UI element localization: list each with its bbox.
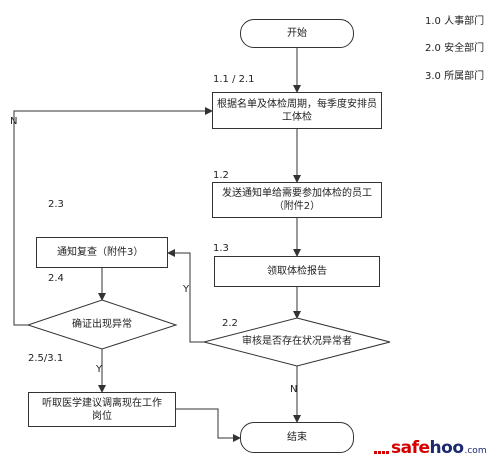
legend-item-safety: 2.0 安全部门 bbox=[425, 43, 485, 54]
logo-text-blue: hoo bbox=[429, 438, 464, 458]
logo-text-red: safe bbox=[391, 438, 430, 458]
node-review: 审核是否存在状况异常者 bbox=[242, 336, 352, 347]
node-recheck: 通知复查（附件3） bbox=[36, 237, 168, 268]
step-label-1-3: 1.3 bbox=[213, 243, 229, 254]
node-advice: 听取医学建议调离现在工作岗位 bbox=[28, 392, 176, 427]
safehoo-logo: safe hoo .com bbox=[374, 436, 496, 458]
node-arrange: 根据名单及体检周期，每季度安排员工体检 bbox=[212, 92, 382, 129]
arrow-review-yes-to-recheck bbox=[167, 249, 204, 343]
node-end: 结束 bbox=[240, 422, 354, 453]
decision-confirm-shape bbox=[26, 299, 178, 350]
step-label-2-4: 2.4 bbox=[48, 273, 64, 284]
node-receive: 领取体检报告 bbox=[214, 256, 380, 287]
logo-dots-icon bbox=[374, 451, 389, 454]
step-label-1-2: 1.2 bbox=[213, 170, 229, 181]
decision-review-shape bbox=[203, 317, 391, 367]
legend-item-department: 3.0 所属部门 bbox=[425, 71, 485, 82]
branch-label-review-no: N bbox=[290, 384, 298, 395]
arrow-advice-to-end bbox=[176, 408, 241, 442]
node-notify: 发送通知单给需要参加体检的员工（附件2） bbox=[212, 182, 382, 218]
arrow-confirm-no-to-arrange bbox=[13, 107, 213, 326]
logo-text-suffix: .com bbox=[464, 446, 487, 456]
node-start: 开始 bbox=[240, 19, 354, 48]
legend-item-hr: 1.0 人事部门 bbox=[425, 16, 485, 27]
step-label-2-2: 2.2 bbox=[222, 318, 238, 329]
node-confirm: 确证出现异常 bbox=[72, 319, 132, 330]
step-label-2-3: 2.3 bbox=[48, 199, 64, 210]
branch-label-confirm-no: N bbox=[10, 116, 18, 127]
step-label-2-5: 2.5/3.1 bbox=[28, 353, 64, 364]
branch-label-confirm-yes: Y bbox=[96, 364, 103, 375]
branch-label-review-yes: Y bbox=[183, 284, 190, 295]
step-label-1-1: 1.1 / 2.1 bbox=[213, 74, 255, 85]
